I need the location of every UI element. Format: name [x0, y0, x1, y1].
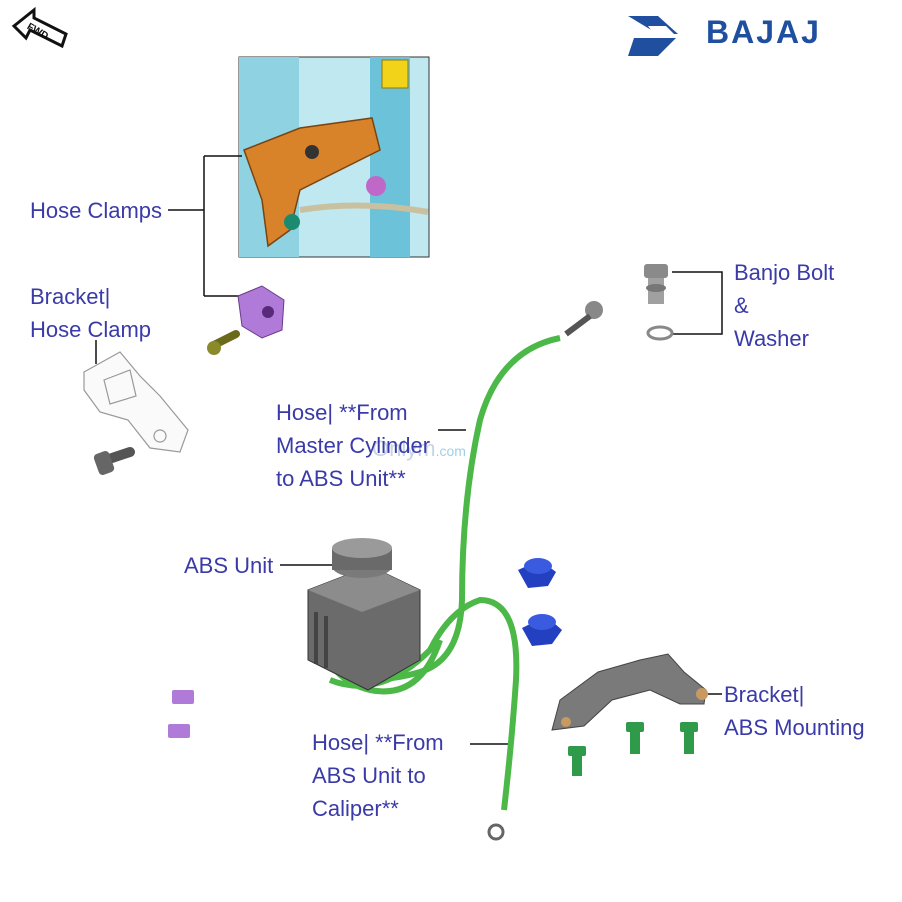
watermark: Onlym.com — [372, 436, 466, 462]
label-line: Banjo Bolt — [734, 260, 835, 285]
washer-icon — [646, 325, 674, 341]
bolt-green-icon — [568, 722, 698, 776]
brand-wordmark: BAJAJ — [706, 14, 821, 50]
watermark-main: Onlym — [372, 436, 436, 461]
label-bracket-hose-clamp: Bracket| Hose Clamp — [30, 280, 151, 346]
label-line: & — [734, 293, 749, 318]
bracket-hose-clamp-icon — [83, 351, 189, 453]
label-line: Bracket| — [30, 284, 111, 309]
label-line: Caliper** — [312, 796, 399, 821]
inset-photo-frame — [238, 56, 430, 258]
label-line: Hose Clamp — [30, 317, 152, 342]
bajaj-logo-icon — [628, 16, 678, 56]
label-line: Master Cylinder — [276, 433, 431, 458]
clamp-purple-small-icon — [168, 690, 194, 738]
banjo-bolt-icon — [644, 264, 668, 304]
bolt-blue-icon-2 — [522, 614, 562, 646]
label-hose-abs-to-caliper: Hose| **From ABS Unit to Caliper** — [312, 726, 444, 825]
watermark-suffix: .com — [435, 443, 466, 459]
label-banjo-bolt-washer: Banjo Bolt & Washer — [734, 256, 834, 355]
fwd-arrow-icon: FWD — [11, 6, 68, 49]
hose-clamp-purple-icon — [207, 285, 285, 355]
label-hose-master-to-abs: Hose| **From Master Cylinder to ABS Unit… — [276, 396, 430, 495]
label-hose-clamps: Hose Clamps — [30, 198, 163, 223]
label-line: Washer — [734, 326, 809, 351]
label-line: Hose| **From — [312, 730, 444, 755]
label-abs-unit: ABS Unit — [184, 553, 274, 578]
bolt-blue-icon — [518, 558, 556, 588]
label-line: Hose| **From — [276, 400, 408, 425]
label-bracket-abs-mounting: Bracket| ABS Mounting — [724, 678, 865, 744]
abs-unit-icon — [307, 538, 421, 691]
bracket-abs-mounting-icon — [551, 653, 708, 731]
label-line: to ABS Unit** — [276, 466, 406, 491]
label-line: ABS Unit to — [312, 763, 426, 788]
leader-lines — [95, 155, 723, 745]
bolt-gray-icon — [93, 447, 135, 475]
label-line: Bracket| — [724, 682, 805, 707]
label-line: ABS Mounting — [724, 715, 865, 740]
